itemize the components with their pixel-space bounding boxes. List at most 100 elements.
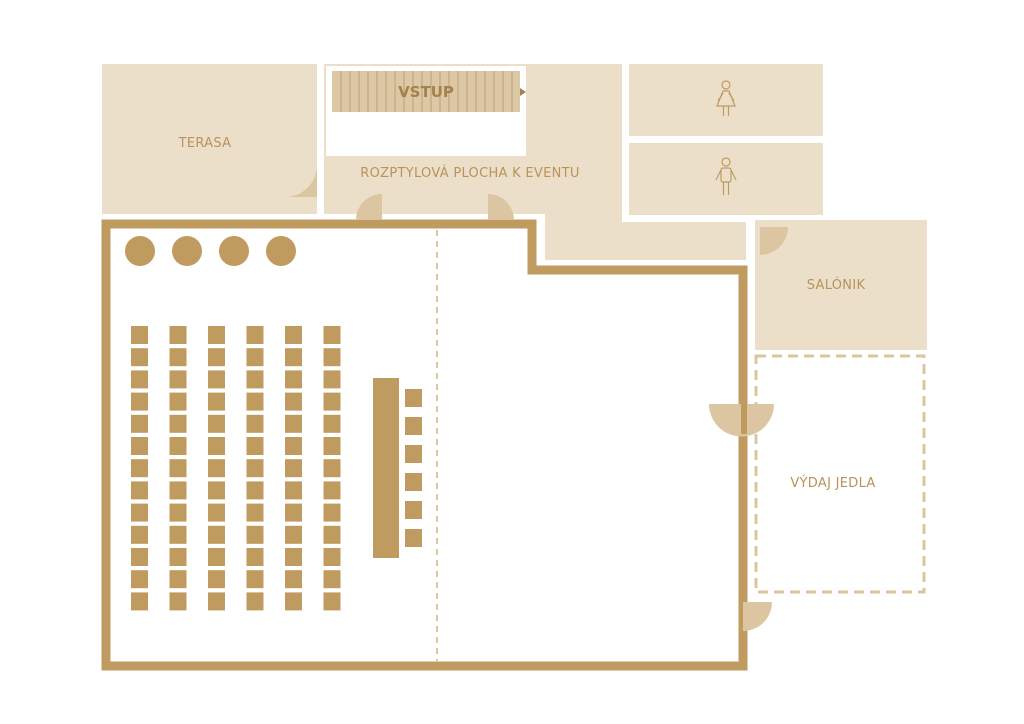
- door-swing-terasa: [285, 165, 317, 197]
- room-vydaj-jedla[interactable]: VÝDAJ JEDLA: [754, 354, 926, 594]
- chair[interactable]: [246, 348, 264, 367]
- chair[interactable]: [285, 481, 302, 500]
- chair[interactable]: [169, 348, 187, 367]
- chair[interactable]: [323, 437, 341, 455]
- chair[interactable]: [208, 548, 225, 566]
- chair[interactable]: [246, 525, 264, 544]
- head-table-chair[interactable]: [405, 501, 422, 519]
- chair[interactable]: [323, 459, 341, 478]
- chair[interactable]: [208, 481, 225, 500]
- restroom-men[interactable]: [629, 143, 823, 215]
- chair[interactable]: [169, 570, 187, 589]
- chair[interactable]: [131, 326, 148, 344]
- chair[interactable]: [323, 592, 341, 611]
- chair[interactable]: [131, 370, 148, 389]
- chair[interactable]: [169, 437, 187, 455]
- chair[interactable]: [208, 326, 225, 344]
- chair[interactable]: [208, 525, 225, 544]
- chair[interactable]: [246, 392, 264, 411]
- head-table-chair[interactable]: [405, 417, 422, 435]
- restroom-women[interactable]: [629, 64, 823, 136]
- chair[interactable]: [131, 503, 148, 522]
- chair[interactable]: [285, 525, 302, 544]
- chair[interactable]: [169, 326, 187, 344]
- chair[interactable]: [131, 481, 148, 500]
- room-salonik[interactable]: SALÓNIK: [755, 220, 927, 350]
- chair[interactable]: [323, 414, 341, 433]
- chair[interactable]: [246, 414, 264, 433]
- chair[interactable]: [208, 370, 225, 389]
- chair[interactable]: [323, 348, 341, 367]
- head-table-chair[interactable]: [405, 389, 422, 407]
- chair[interactable]: [131, 459, 148, 478]
- chair[interactable]: [246, 459, 264, 478]
- head-table-chair[interactable]: [405, 529, 422, 547]
- chair[interactable]: [131, 437, 148, 455]
- chair[interactable]: [169, 525, 187, 544]
- chair[interactable]: [208, 570, 225, 589]
- chair[interactable]: [131, 414, 148, 433]
- head-table-chair[interactable]: [405, 473, 422, 491]
- chair[interactable]: [285, 459, 302, 478]
- chair[interactable]: [208, 592, 225, 611]
- chair[interactable]: [246, 548, 264, 566]
- chair[interactable]: [246, 370, 264, 389]
- chair[interactable]: [323, 370, 341, 389]
- entrance-stairs[interactable]: VSTUP: [332, 71, 526, 112]
- chair[interactable]: [285, 326, 302, 344]
- chair[interactable]: [208, 503, 225, 522]
- chair[interactable]: [246, 326, 264, 344]
- chair[interactable]: [285, 392, 302, 411]
- chair[interactable]: [323, 503, 341, 522]
- chair[interactable]: [246, 570, 264, 589]
- chair[interactable]: [131, 570, 148, 589]
- woman-icon: [716, 80, 736, 116]
- room-lobby[interactable]: VSTUP ROZPTYLOVÁ PLOCHA K EVENTU: [324, 64, 746, 260]
- round-table[interactable]: [266, 236, 296, 266]
- chair[interactable]: [208, 459, 225, 478]
- chair[interactable]: [208, 392, 225, 411]
- main-hall[interactable]: [101, 219, 748, 671]
- chair[interactable]: [285, 570, 302, 589]
- chair[interactable]: [169, 481, 187, 500]
- chair[interactable]: [285, 437, 302, 455]
- chair[interactable]: [131, 348, 148, 367]
- chair[interactable]: [323, 326, 341, 344]
- chair[interactable]: [323, 392, 341, 411]
- round-table[interactable]: [219, 236, 249, 266]
- chair[interactable]: [285, 370, 302, 389]
- chair[interactable]: [285, 348, 302, 367]
- chair[interactable]: [131, 592, 148, 611]
- chair[interactable]: [323, 570, 341, 589]
- chair[interactable]: [246, 437, 264, 455]
- round-table[interactable]: [172, 236, 202, 266]
- chair[interactable]: [131, 548, 148, 566]
- chair[interactable]: [208, 348, 225, 367]
- chair[interactable]: [323, 481, 341, 500]
- chair[interactable]: [169, 459, 187, 478]
- chair[interactable]: [131, 392, 148, 411]
- round-table[interactable]: [125, 236, 155, 266]
- chair[interactable]: [169, 592, 187, 611]
- chair[interactable]: [169, 548, 187, 566]
- chair[interactable]: [323, 548, 341, 566]
- chair[interactable]: [208, 437, 225, 455]
- chair[interactable]: [246, 503, 264, 522]
- room-terasa[interactable]: TERASA: [102, 64, 317, 214]
- chair[interactable]: [169, 392, 187, 411]
- head-table-chair[interactable]: [405, 445, 422, 463]
- chair[interactable]: [285, 414, 302, 433]
- chair[interactable]: [285, 503, 302, 522]
- head-table[interactable]: [373, 378, 399, 558]
- chair[interactable]: [285, 592, 302, 611]
- chair[interactable]: [169, 503, 187, 522]
- chair[interactable]: [131, 525, 148, 544]
- chair[interactable]: [246, 592, 264, 611]
- chair[interactable]: [246, 481, 264, 500]
- chair[interactable]: [169, 414, 187, 433]
- chair[interactable]: [323, 525, 341, 544]
- chair[interactable]: [208, 414, 225, 433]
- chair[interactable]: [285, 548, 302, 566]
- chair[interactable]: [169, 370, 187, 389]
